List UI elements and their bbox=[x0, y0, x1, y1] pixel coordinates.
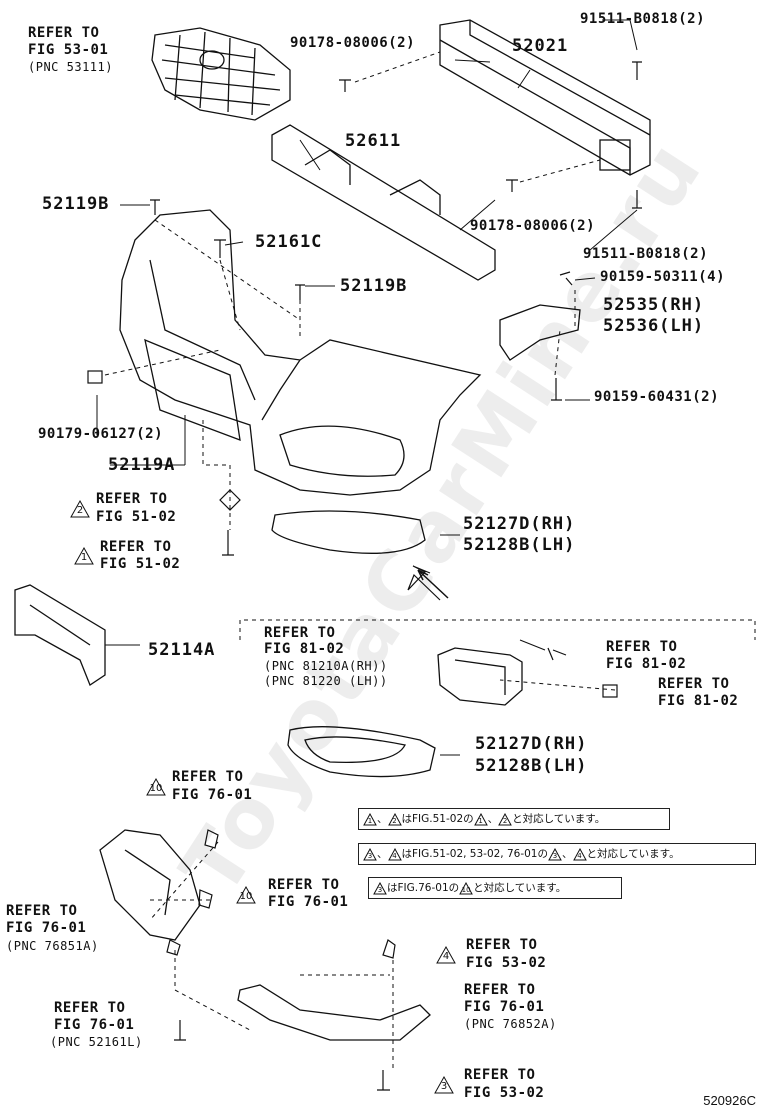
diagram-code: 520926C bbox=[703, 1093, 756, 1108]
part-90178-top: 90178-08006(2) bbox=[290, 35, 416, 51]
refer-76-01-right-pnc: (PNC 76852A) bbox=[464, 1017, 557, 1031]
refer-76-01-bot-line2: FIG 76-01 bbox=[54, 1017, 135, 1033]
radiator-grille-drawing bbox=[151, 27, 291, 121]
refer-76-01-left-pnc: (PNC 76851A) bbox=[6, 939, 99, 953]
part-52127d-a: 52127D(RH) bbox=[463, 514, 576, 534]
refer-53-01-pnc: (PNC 53111) bbox=[28, 60, 113, 74]
part-52114a: 52114A bbox=[148, 640, 216, 660]
refer-76-01-bot-line1: REFER TO bbox=[54, 1000, 126, 1016]
part-90178-bot: 90178-08006(2) bbox=[470, 218, 596, 234]
part-52161c: 52161C bbox=[255, 232, 323, 252]
part-52021: 52021 bbox=[512, 36, 569, 56]
part-90179: 90179-06127(2) bbox=[38, 426, 164, 442]
refer-81-02-bolt-line2: FIG 81-02 bbox=[606, 656, 687, 672]
refer-53-01-line1: REFER TO bbox=[28, 25, 100, 41]
part-90159-60431: 90159-60431(2) bbox=[594, 389, 720, 405]
refer-81-02-lamp-pnc-rh: (PNC 81210A(RH)) bbox=[264, 659, 388, 673]
fog-lamp-drawing bbox=[437, 647, 523, 706]
part-52128b-a: 52128B(LH) bbox=[463, 535, 576, 555]
refer-81-02-lamp-pnc-lh: (PNC 81220 (LH)) bbox=[264, 674, 388, 688]
spoiler-right-drawing bbox=[237, 984, 431, 1041]
refer-81-02-lamp-line2: FIG 81-02 bbox=[264, 641, 345, 657]
refer-76-01-mid-line2: FIG 76-01 bbox=[268, 894, 349, 910]
refer-51-02-a-line1: REFER TO bbox=[96, 491, 168, 507]
part-52127d-b: 52127D(RH) bbox=[475, 734, 588, 754]
refer-76-01-left-line1: REFER TO bbox=[6, 903, 78, 919]
refer-76-01-mid-line1: REFER TO bbox=[268, 877, 340, 893]
license-bracket-drawing bbox=[14, 584, 106, 686]
triangle-2-icon: 2 bbox=[70, 500, 90, 518]
bumper-bracket-drawing bbox=[499, 304, 581, 361]
dashed-lines bbox=[104, 51, 756, 1070]
part-52535: 52535(RH) bbox=[603, 295, 705, 315]
triangle-4-icon: 4 bbox=[436, 946, 456, 964]
part-52611: 52611 bbox=[345, 131, 402, 151]
refer-81-02-nut-line2: FIG 81-02 bbox=[658, 693, 739, 709]
refer-53-02-bot-line1: REFER TO bbox=[464, 1067, 536, 1083]
refer-81-02-bolt-line1: REFER TO bbox=[606, 639, 678, 655]
part-52119b-1: 52119B bbox=[42, 194, 110, 214]
part-52119a: 52119A bbox=[108, 455, 176, 475]
triangle-1-icon: 1 bbox=[74, 547, 94, 565]
refer-51-02-b-line2: FIG 51-02 bbox=[100, 556, 181, 572]
refer-76-01-top-line1: REFER TO bbox=[172, 769, 244, 785]
refer-51-02-b-line1: REFER TO bbox=[100, 539, 172, 555]
part-52536: 52536(LH) bbox=[603, 316, 705, 336]
refer-76-01-bot-pnc: (PNC 52161L) bbox=[50, 1035, 143, 1049]
triangle-10-b-icon: 10 bbox=[236, 886, 256, 904]
refer-53-02-top-line2: FIG 53-02 bbox=[466, 955, 547, 971]
refer-53-02-top-line1: REFER TO bbox=[466, 937, 538, 953]
part-90159-50311: 90159-50311(4) bbox=[600, 269, 726, 285]
part-91511-top: 91511-B0818(2) bbox=[580, 11, 706, 27]
reinforcement-drawing bbox=[439, 19, 651, 176]
refer-76-01-top-line2: FIG 76-01 bbox=[172, 787, 253, 803]
triangle-3-icon: 3 bbox=[434, 1076, 454, 1094]
spoiler-left-drawing bbox=[99, 829, 201, 941]
refer-81-02-nut-line1: REFER TO bbox=[658, 676, 730, 692]
bumper-cover-drawing bbox=[119, 209, 482, 496]
refer-76-01-right-line2: FIG 76-01 bbox=[464, 999, 545, 1015]
part-52128b-b: 52128B(LH) bbox=[475, 756, 588, 776]
refer-51-02-a-line2: FIG 51-02 bbox=[96, 509, 177, 525]
refer-76-01-right-line1: REFER TO bbox=[464, 982, 536, 998]
refer-76-01-left-line2: FIG 76-01 bbox=[6, 920, 87, 936]
refer-81-02-lamp-line1: REFER TO bbox=[264, 625, 336, 641]
part-91511-bot: 91511-B0818(2) bbox=[583, 246, 709, 262]
refer-53-01-line2: FIG 53-01 bbox=[28, 42, 109, 58]
refer-53-02-bot-line2: FIG 53-02 bbox=[464, 1085, 545, 1101]
part-52119b-2: 52119B bbox=[340, 276, 408, 296]
leader-lines bbox=[96, 19, 638, 756]
triangle-10-a-icon: 10 bbox=[146, 778, 166, 796]
fog-cover-b-drawing bbox=[287, 726, 436, 778]
absorber-drawing bbox=[271, 124, 496, 281]
fasteners-drawing bbox=[87, 61, 642, 1091]
fog-cover-a-drawing bbox=[271, 510, 426, 554]
